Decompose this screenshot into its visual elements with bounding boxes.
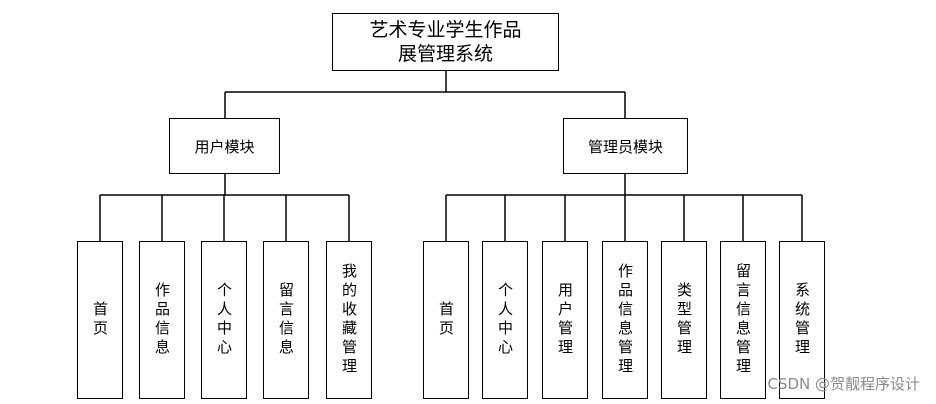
root-node: 艺术专业学生作品 展管理系统 — [332, 13, 559, 71]
user-leaf-node: 留言信息 — [263, 241, 309, 399]
admin-leaf-node: 个人中心 — [482, 241, 528, 399]
leaf-label: 类型管理 — [675, 282, 693, 358]
user-leaf-node: 我的收藏管理 — [326, 241, 372, 399]
admin-leaf-node: 系统管理 — [779, 241, 825, 399]
leaf-label: 我的收藏管理 — [340, 263, 358, 377]
leaf-label: 个人中心 — [215, 282, 233, 358]
user-leaf-node: 作品信息 — [139, 241, 185, 399]
leaf-label: 作品信息 — [153, 282, 171, 358]
admin-module-node: 管理员模块 — [563, 118, 688, 174]
admin-leaf-node: 用户管理 — [542, 241, 588, 399]
root-node-label: 艺术专业学生作品 展管理系统 — [369, 19, 522, 65]
watermark-text: CSDN @贺靓程序设计 — [767, 375, 920, 393]
admin-leaf-node: 首页 — [423, 241, 469, 399]
leaf-label: 留言信息管理 — [734, 263, 752, 377]
user-leaf-node: 个人中心 — [201, 241, 247, 399]
admin-module-label: 管理员模块 — [587, 137, 663, 156]
leaf-label: 个人中心 — [496, 282, 514, 358]
leaf-label: 留言信息 — [277, 282, 295, 358]
admin-leaf-node: 留言信息管理 — [720, 241, 766, 399]
leaf-label: 用户管理 — [556, 282, 574, 358]
user-leaf-node: 首页 — [77, 241, 123, 399]
user-module-node: 用户模块 — [169, 118, 280, 174]
leaf-label: 首页 — [437, 301, 455, 339]
leaf-label: 作品信息管理 — [616, 263, 634, 377]
user-module-label: 用户模块 — [194, 137, 255, 156]
admin-leaf-node: 类型管理 — [661, 241, 707, 399]
leaf-label: 系统管理 — [793, 282, 811, 358]
admin-leaf-node: 作品信息管理 — [602, 241, 648, 399]
leaf-label: 首页 — [91, 301, 109, 339]
